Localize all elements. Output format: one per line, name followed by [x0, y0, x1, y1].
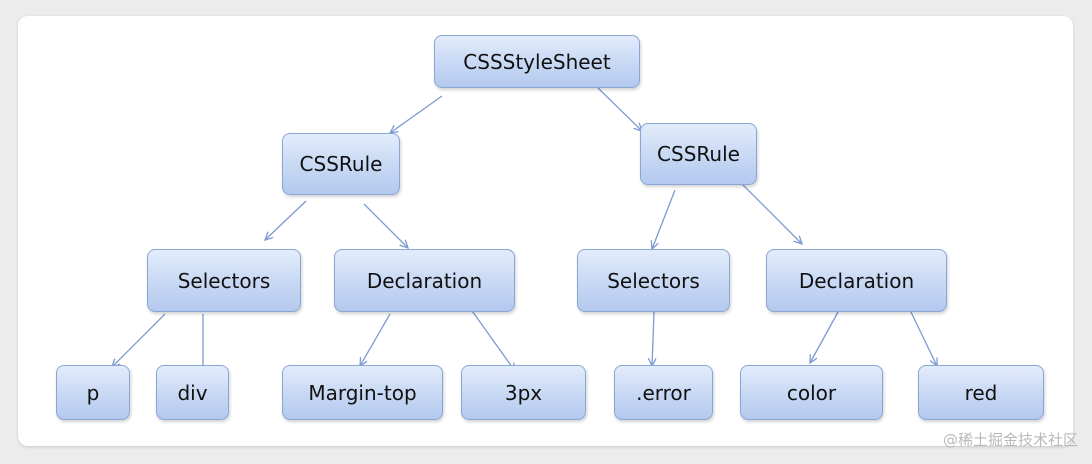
node-leaf-red: red: [918, 365, 1044, 420]
node-declaration-left: Declaration: [334, 249, 515, 312]
node-leaf-error: .error: [614, 365, 713, 420]
node-leaf-div: div: [156, 365, 229, 420]
watermark-text: @稀土掘金技术社区: [942, 431, 1078, 449]
node-leaf-3px: 3px: [461, 365, 586, 420]
node-declaration-right: Declaration: [766, 249, 947, 312]
node-selectors-right: Selectors: [577, 249, 730, 312]
node-leaf-margin-top: Margin-top: [282, 365, 443, 420]
node-selectors-left: Selectors: [147, 249, 301, 312]
node-leaf-p: p: [56, 365, 130, 420]
node-leaf-color: color: [740, 365, 883, 420]
node-cssstylesheet: CSSStyleSheet: [434, 35, 640, 88]
node-cssrule-left: CSSRule: [282, 133, 400, 195]
node-cssrule-right: CSSRule: [640, 123, 757, 185]
